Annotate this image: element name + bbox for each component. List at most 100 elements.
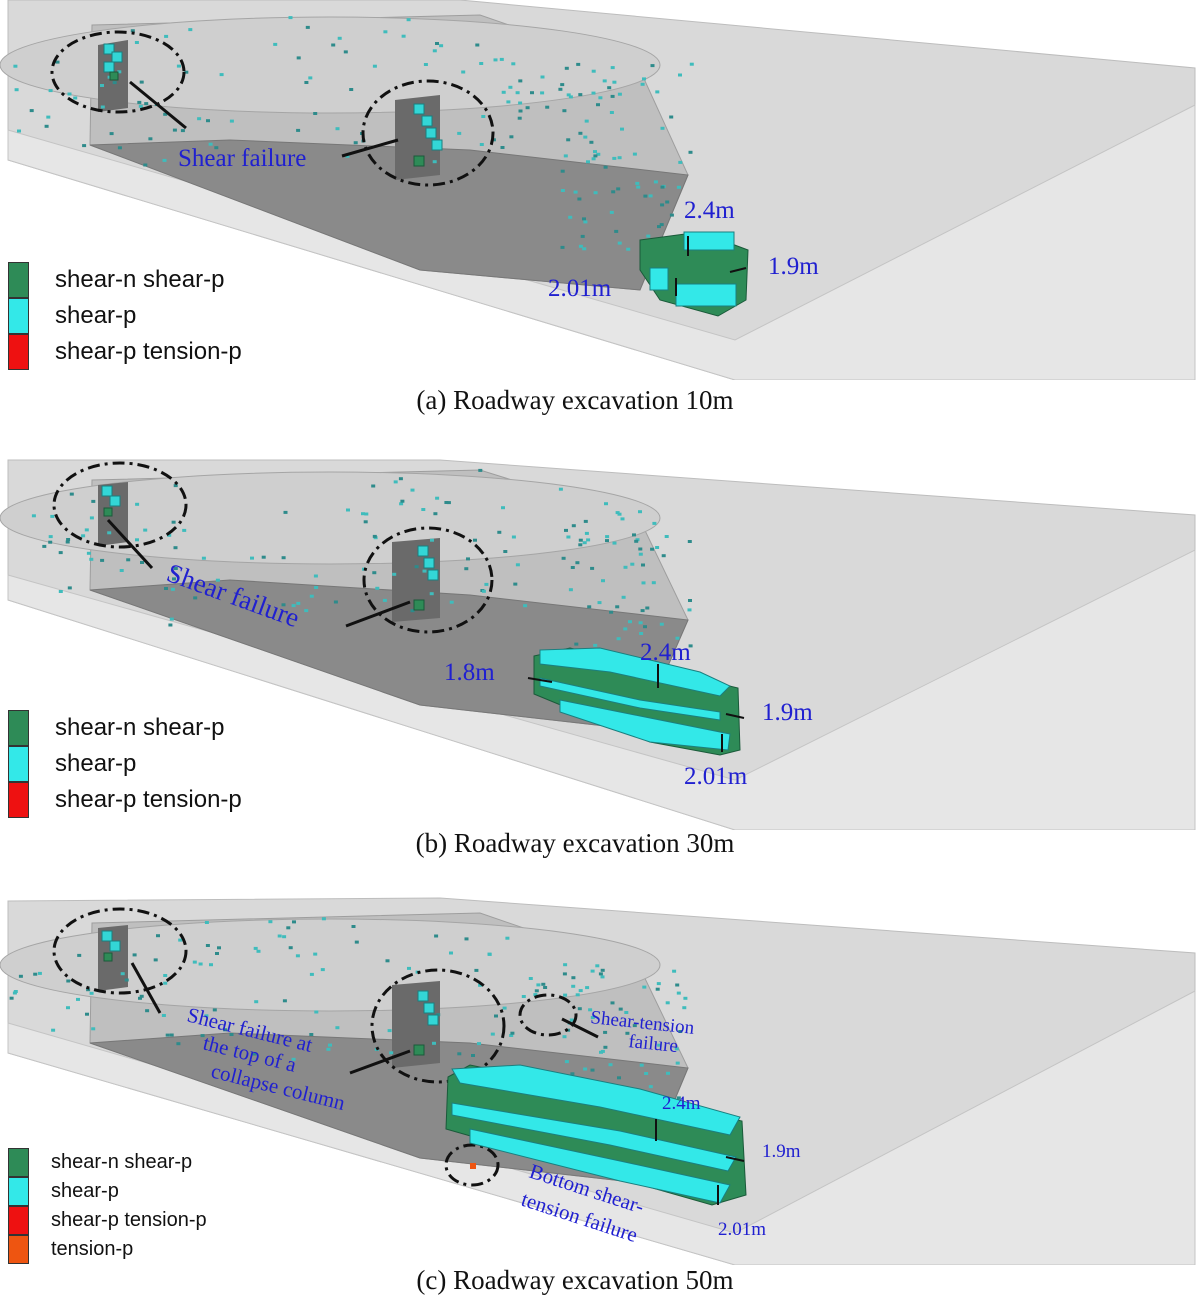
failure-particle	[66, 979, 71, 983]
failure-particle	[586, 538, 591, 542]
legend-label: shear-p tension-p	[51, 1209, 207, 1231]
failure-particle	[500, 146, 505, 149]
legend-item: shear-p tension-p	[8, 334, 242, 370]
legend-item: shear-n shear-p	[8, 1148, 207, 1177]
failure-particle	[89, 516, 94, 520]
failure-particle	[268, 920, 273, 924]
failure-particle	[89, 557, 94, 561]
failure-particle	[170, 587, 175, 591]
failure-particle	[643, 194, 648, 198]
failure-particle	[541, 982, 546, 986]
failure-particle	[558, 87, 563, 91]
failure-particle	[639, 1063, 644, 1067]
legend-label: shear-n shear-p	[55, 714, 225, 741]
failure-particle	[499, 57, 504, 61]
failure-particle	[296, 128, 301, 132]
failure-particle	[214, 146, 219, 150]
failure-particle	[584, 531, 589, 535]
failure-particle	[635, 538, 640, 542]
failure-particle	[564, 528, 568, 532]
failure-particle	[600, 968, 605, 972]
failure-particle	[513, 582, 518, 586]
failure-particle	[596, 152, 601, 156]
failure-particle	[165, 1033, 170, 1037]
failure-particle	[58, 551, 63, 555]
failure-particle	[335, 1026, 340, 1030]
failure-particle	[593, 191, 598, 195]
failure-particle	[575, 993, 580, 997]
failure-particle	[617, 156, 622, 160]
failure-particle	[309, 1033, 314, 1036]
failure-particle	[675, 1061, 680, 1065]
failure-particle	[37, 971, 42, 975]
caption-a: (a) Roadway excavation 10m	[416, 385, 734, 415]
legend-item: shear-p	[8, 746, 242, 782]
failure-particle	[609, 610, 614, 614]
failure-particle	[50, 514, 55, 518]
failure-particle	[666, 1071, 670, 1075]
failure-particle	[562, 109, 567, 113]
failure-particle	[660, 185, 665, 189]
failure-particle	[543, 986, 548, 989]
failure-particle	[515, 91, 520, 95]
failure-particle	[254, 1000, 259, 1004]
failure-particle	[675, 983, 680, 987]
failure-particle	[475, 43, 480, 47]
legend-label: shear-p tension-p	[55, 338, 242, 365]
failure-particle	[283, 510, 288, 514]
failure-particle	[139, 994, 144, 998]
failure-particle	[48, 89, 53, 93]
failure-particle	[197, 117, 202, 121]
failure-particle	[401, 34, 406, 38]
failure-particle	[618, 1007, 623, 1011]
legend-b: shear-n shear-p shear-p shear-p tension-…	[8, 710, 242, 818]
failure-particle	[107, 531, 112, 535]
failure-particle	[168, 623, 173, 627]
failure-particle	[313, 574, 318, 578]
legend-item: shear-n shear-p	[8, 262, 242, 298]
failure-particle	[273, 42, 278, 46]
legend-label: shear-p tension-p	[55, 786, 242, 813]
failure-particle	[162, 158, 167, 162]
failure-particle	[530, 91, 534, 95]
failure-particle	[144, 102, 149, 106]
failure-particle	[596, 103, 600, 107]
failure-ellipses-b	[52, 461, 494, 634]
failure-particle	[286, 926, 291, 930]
failure-particle	[288, 946, 293, 950]
failure-particle	[100, 558, 105, 562]
legend-label: shear-p	[51, 1180, 119, 1202]
failure-particle	[67, 586, 72, 590]
legend-swatch	[8, 262, 29, 298]
failure-particle	[399, 502, 404, 506]
failure-particle	[601, 579, 605, 583]
failure-particle	[383, 30, 388, 34]
failure-particle	[525, 106, 530, 110]
failure-particle	[169, 1033, 174, 1037]
failure-particle	[568, 215, 573, 219]
failure-particle	[171, 520, 176, 524]
failure-particle	[577, 1007, 582, 1011]
failure-particle	[198, 962, 203, 966]
legend-swatch	[8, 710, 29, 746]
failure-particle	[523, 604, 528, 608]
failure-particle	[591, 69, 596, 73]
failure-particle	[511, 62, 516, 66]
failure-particle	[508, 85, 513, 89]
failure-particle	[484, 582, 489, 586]
failure-particle	[13, 990, 18, 993]
legend-item: shear-p	[8, 1177, 207, 1206]
failure-particle	[143, 163, 148, 167]
failure-particle	[124, 978, 129, 982]
failure-particle	[406, 18, 411, 22]
legend-label: shear-n shear-p	[55, 266, 225, 293]
failure-particle	[229, 119, 234, 123]
failure-particle	[372, 64, 377, 68]
failure-particle	[632, 1024, 637, 1028]
failure-particle	[574, 642, 579, 646]
failure-particle	[84, 528, 89, 532]
model-view-c: Shear failure at the top of a collapse c…	[0, 897, 1196, 1265]
failure-particle	[449, 951, 453, 955]
failure-particle	[608, 1063, 613, 1067]
failure-particle	[676, 1096, 681, 1100]
